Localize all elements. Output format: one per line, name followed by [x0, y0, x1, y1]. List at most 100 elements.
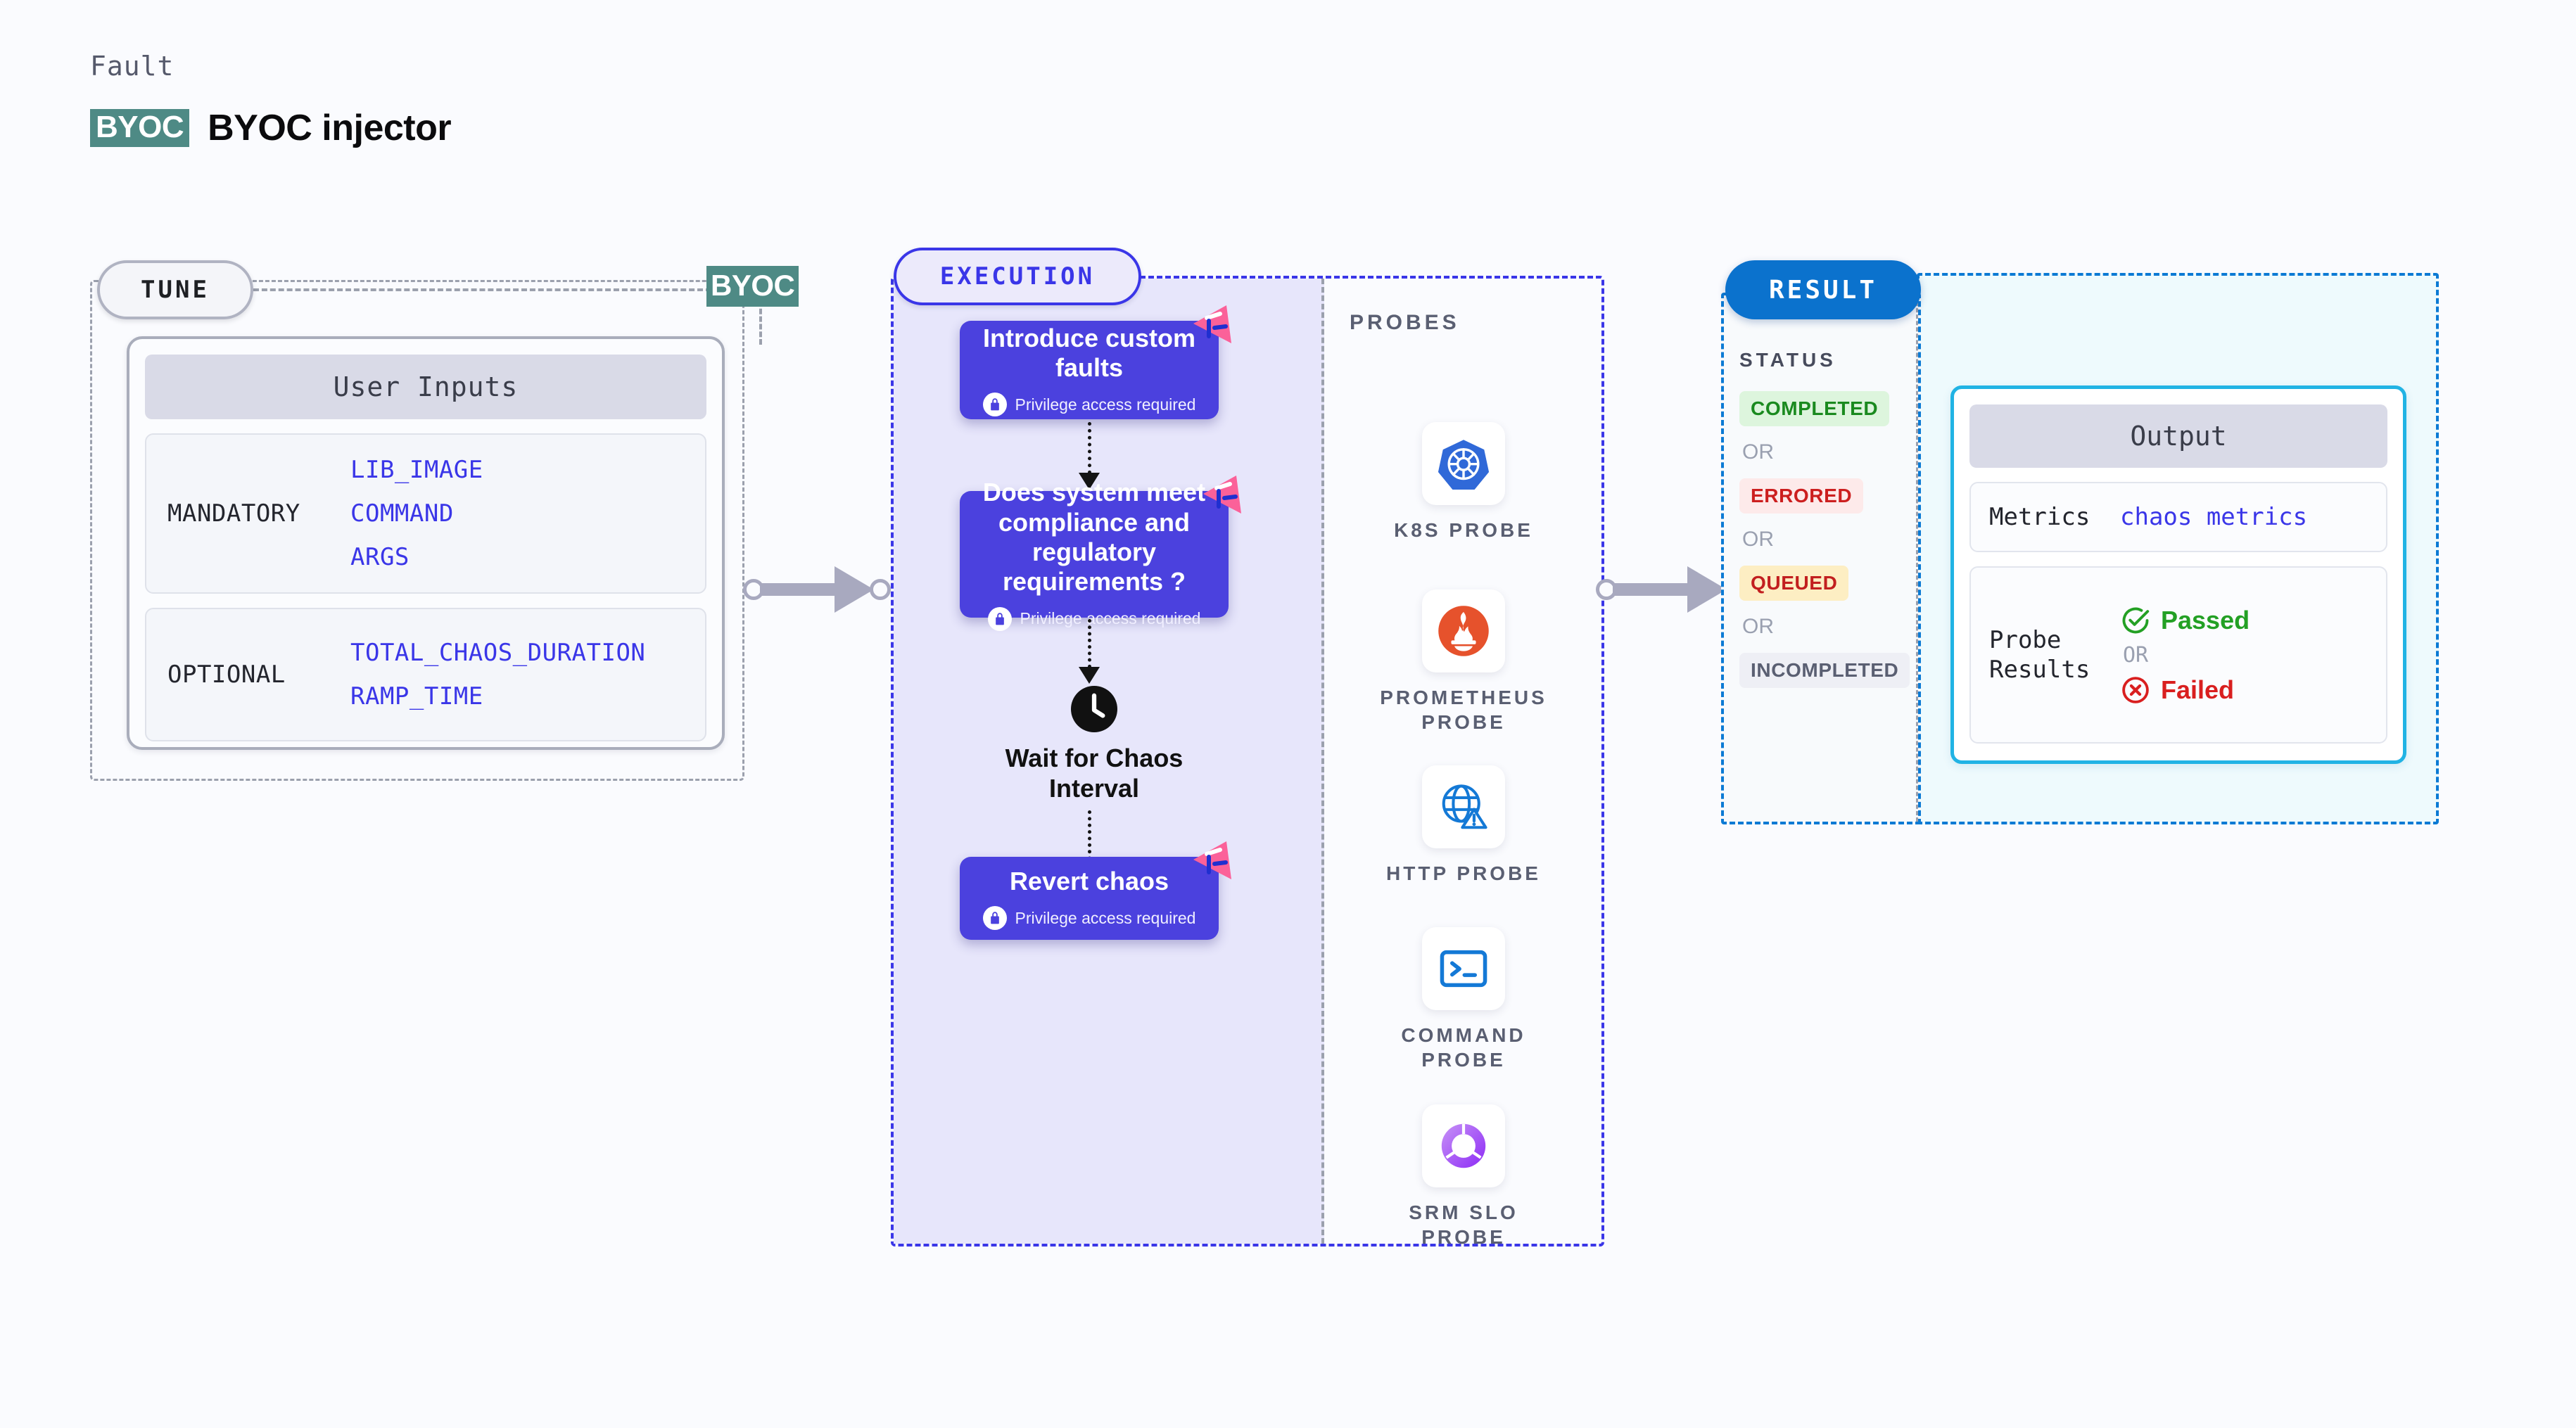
status-or-label: OR [1742, 528, 1774, 551]
result-inner-divider [1916, 295, 1918, 822]
status-heading: STATUS [1739, 349, 1836, 371]
probe-result-failed-label: Failed [2161, 675, 2235, 704]
flow-node-introduce-faults[interactable]: Introduce custom faults Privilege access… [960, 305, 1231, 419]
lock-icon [987, 606, 1012, 631]
srm-slo-icon [1441, 1123, 1486, 1168]
kubernetes-icon [1438, 440, 1490, 490]
probe-result-passed-label: Passed [2161, 605, 2250, 635]
check-circle-icon [2122, 607, 2150, 633]
output-key-probe-results: Probe Results [1989, 625, 2090, 684]
connector-arrowhead [1687, 566, 1727, 613]
status-or-label: OR [1742, 615, 1774, 638]
user-inputs-card: User Inputs MANDATORY LIB_IMAGE COMMAND … [127, 336, 725, 750]
status-list: COMPLETED OR ERRORED OR QUEUED OR INCOMP… [1739, 391, 1910, 688]
privilege-note: Privilege access required [982, 393, 1196, 417]
page-kicker: Fault [90, 51, 175, 82]
clock-icon [1071, 686, 1117, 732]
probe-item-srm-slo[interactable]: SRM SLO PROBE [1376, 1104, 1552, 1249]
probe-item-command[interactable]: COMMAND PROBE [1376, 927, 1552, 1072]
privilege-note: Privilege access required [987, 606, 1201, 631]
param-group-label: MANDATORY [167, 499, 300, 528]
probe-label: K8S PROBE [1394, 519, 1533, 541]
status-or-label: OR [1742, 440, 1774, 464]
lock-icon [982, 393, 1007, 417]
param-item[interactable]: TOTAL_CHAOS_DURATION [350, 639, 646, 667]
probe-item-http[interactable]: HTTP PROBE [1376, 765, 1552, 886]
byoc-tag-drop-line [759, 301, 762, 345]
probe-results-values: Passed OR Failed [2120, 605, 2250, 706]
probe-item-k8s[interactable]: K8S PROBE [1376, 422, 1552, 542]
x-circle-icon [2122, 676, 2149, 703]
user-inputs-title: User Inputs [145, 355, 706, 419]
probe-icon-tile [1422, 765, 1505, 848]
probe-label: HTTP PROBE [1386, 862, 1541, 884]
result-pill-label[interactable]: RESULT [1725, 260, 1921, 319]
terminal-icon [1440, 950, 1487, 988]
litmus-badge-icon [1193, 305, 1231, 343]
flow-node-title: Revert chaos [1009, 866, 1169, 895]
probe-label: COMMAND PROBE [1401, 1024, 1526, 1071]
param-items: LIB_IMAGE COMMAND ARGS [350, 456, 483, 571]
param-item[interactable]: ARGS [350, 543, 410, 571]
connector-port-right [870, 579, 891, 600]
execution-column-bg [894, 279, 1324, 1244]
prometheus-icon [1438, 606, 1489, 656]
flow-node-title: Wait for Chaos Interval [1005, 744, 1184, 803]
byoc-tag-badge: BYOC [706, 266, 799, 307]
flow-node-compliance-check[interactable]: Does system meet compliance and regulato… [960, 476, 1241, 631]
param-group-label: OPTIONAL [167, 661, 286, 689]
result-status-dashed-border [1721, 293, 1921, 824]
lock-icon [982, 906, 1007, 931]
probes-section-label: PROBES [1350, 311, 1460, 334]
page-title: BYOC injector [208, 108, 452, 148]
probe-icon-tile [1422, 589, 1505, 672]
param-group-mandatory: MANDATORY LIB_IMAGE COMMAND ARGS [145, 433, 706, 594]
tune-pill-label[interactable]: TUNE [97, 260, 253, 319]
flow-node-revert-chaos[interactable]: Revert chaos Privilege access required [960, 841, 1231, 940]
flow-arrow-2 [1079, 619, 1100, 684]
privilege-note-text: Privilege access required [1015, 395, 1196, 414]
param-item[interactable]: COMMAND [350, 499, 454, 528]
status-badge: COMPLETED [1739, 391, 1890, 426]
litmus-badge-icon [1203, 476, 1241, 514]
connector-bar [760, 583, 839, 596]
param-item[interactable]: LIB_IMAGE [350, 456, 483, 484]
status-badge: ERRORED [1739, 478, 1864, 514]
execution-dashed-border [891, 276, 1604, 1247]
probe-label: SRM SLO PROBE [1409, 1201, 1518, 1248]
param-item[interactable]: RAMP_TIME [350, 682, 483, 710]
connector-bar [1613, 583, 1692, 596]
probe-result-or-label: OR [2123, 642, 2149, 668]
status-badge: QUEUED [1739, 566, 1849, 601]
output-row-metrics: Metrics chaos metrics [1969, 482, 2387, 552]
litmus-badge-icon [1193, 841, 1231, 879]
globe-warning-icon [1442, 784, 1487, 829]
probe-icon-tile [1422, 422, 1505, 505]
page-title-row: BYOC BYOC injector [90, 107, 452, 149]
param-group-optional: OPTIONAL TOTAL_CHAOS_DURATION RAMP_TIME [145, 608, 706, 741]
output-card: Output Metrics chaos metrics Probe Resul… [1950, 385, 2406, 764]
byoc-badge: BYOC [90, 108, 190, 148]
output-row-probe-results: Probe Results Passed OR Failed [1969, 566, 2387, 744]
tune-dashed-border [90, 280, 744, 781]
flow-node-title: Does system meet compliance and regulato… [982, 478, 1206, 597]
probe-icon-tile [1422, 1104, 1505, 1187]
probe-result-failed: Failed [2120, 675, 2250, 706]
flow-node-wait-interval: Wait for Chaos Interval [960, 684, 1229, 803]
flow-node-title: Introduce custom faults [982, 323, 1196, 382]
tune-connector-dash [253, 288, 795, 291]
probe-result-passed: Passed [2120, 605, 2250, 636]
connector-arrowhead [835, 566, 874, 613]
output-value-metrics[interactable]: chaos metrics [2120, 503, 2308, 531]
privilege-note: Privilege access required [982, 906, 1195, 931]
probe-item-prometheus[interactable]: PROMETHEUS PROBE [1376, 589, 1552, 734]
probe-icon-tile [1422, 927, 1505, 1010]
output-title: Output [1969, 404, 2387, 468]
connector-tune-to-execution [743, 566, 891, 613]
probe-label: PROMETHEUS PROBE [1380, 687, 1547, 733]
tune-section: TUNE User Inputs MANDATORY LIB_IMAGE COM… [90, 260, 795, 781]
flow-arrow-1 [1079, 422, 1100, 490]
execution-pill-label[interactable]: EXECUTION [894, 248, 1141, 305]
privilege-note-text: Privilege access required [1020, 609, 1201, 628]
